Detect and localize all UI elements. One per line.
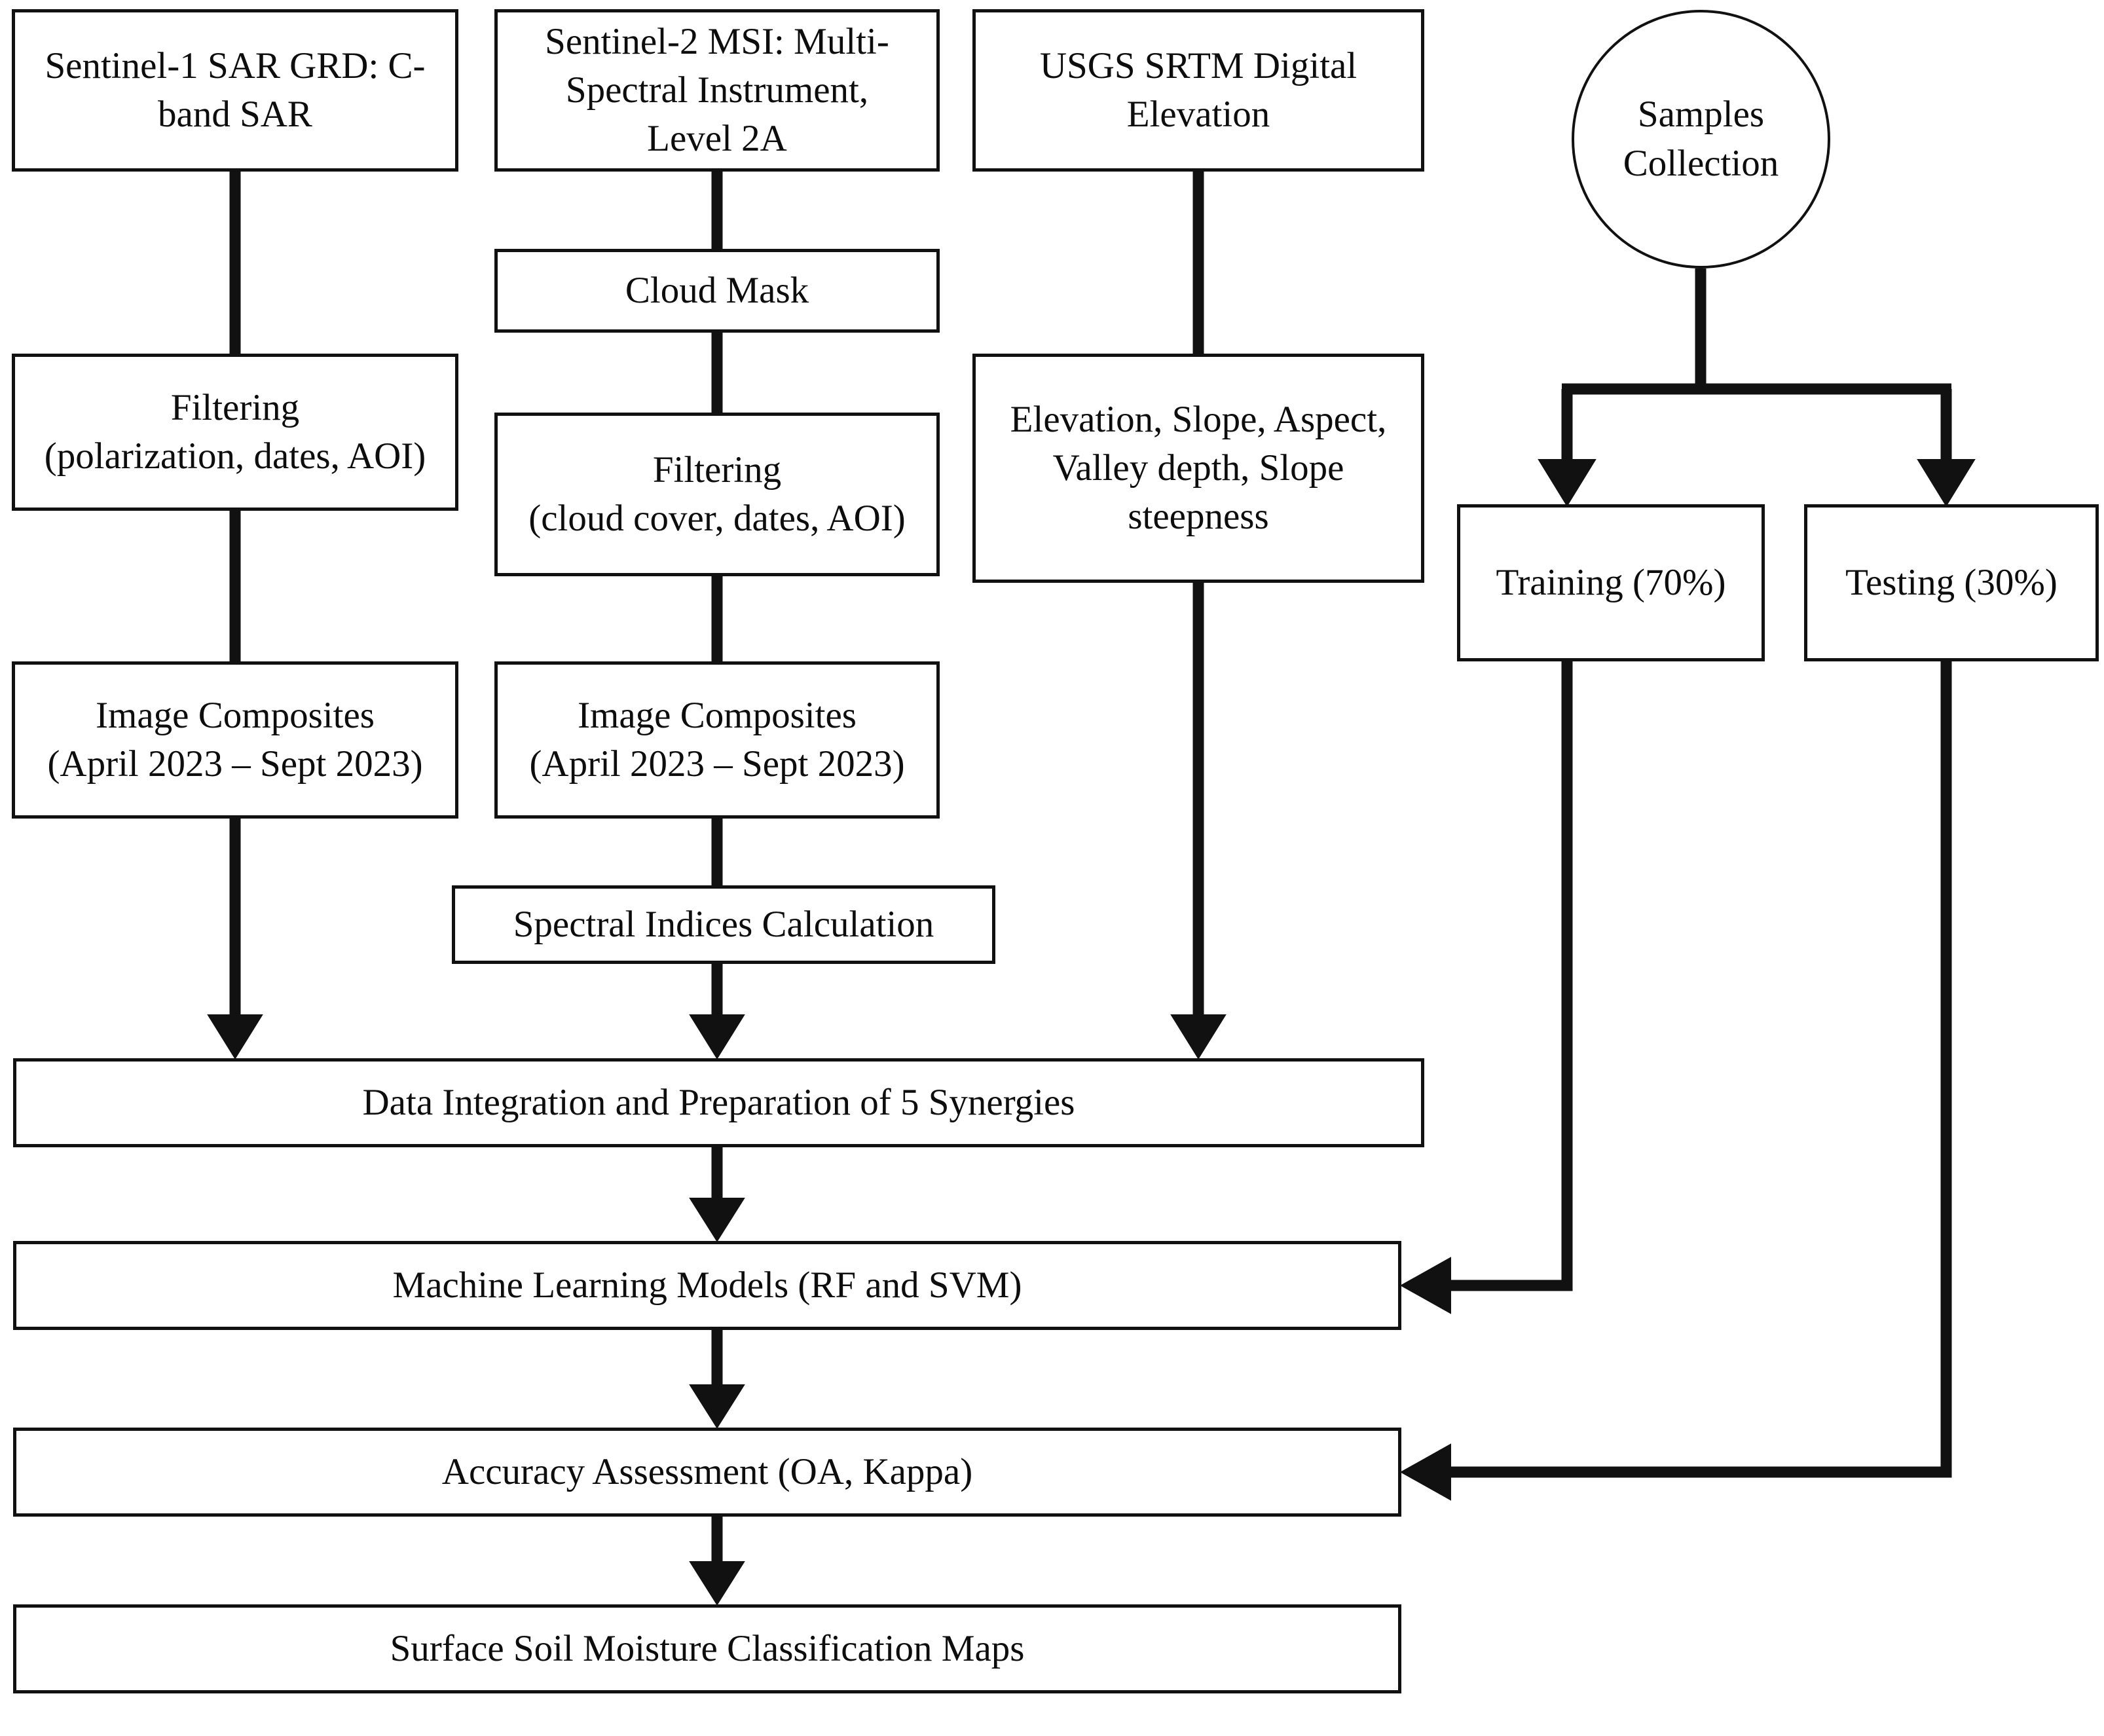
node-image-composites-optical[interactable]: Image Composites (April 2023 – Sept 2023… [494,661,940,819]
arrowhead-dem-to-integration [1170,1014,1227,1060]
node-filtering-sar[interactable]: Filtering (polarization, dates, AOI) [12,354,458,511]
arrowhead-composites1-to-integration [207,1014,263,1060]
node-terrain-derivatives[interactable]: Elevation, Slope, Aspect, Valley depth, … [972,354,1424,583]
node-label: Filtering (polarization, dates, AOI) [44,386,426,477]
node-output-maps[interactable]: Surface Soil Moisture Classification Map… [13,1604,1401,1693]
node-testing-split[interactable]: Testing (30%) [1804,504,2099,661]
node-filtering-optical[interactable]: Filtering (cloud cover, dates, AOI) [494,413,940,576]
node-label: Sentinel-1 SAR GRD: C- band SAR [45,45,426,135]
node-label: Training (70%) [1496,561,1726,603]
node-label: Image Composites (April 2023 – Sept 2023… [529,694,905,785]
node-usgs-srtm-source[interactable]: USGS SRTM Digital Elevation [972,9,1424,172]
node-label: Elevation, Slope, Aspect, Valley depth, … [1010,398,1387,538]
node-cloud-mask[interactable]: Cloud Mask [494,249,940,333]
arrowhead-training-to-ml [1399,1257,1451,1314]
connector-testing-to-accuracy [1441,661,1952,1478]
node-label: Sentinel-2 MSI: Multi- Spectral Instrume… [545,20,889,160]
node-accuracy-assessment[interactable]: Accuracy Assessment (OA, Kappa) [13,1428,1401,1517]
node-label: Machine Learning Models (RF and SVM) [392,1264,1022,1306]
arrowhead-samples-to-testing [1917,459,1976,507]
node-label: Surface Soil Moisture Classification Map… [390,1627,1025,1669]
node-samples-collection[interactable]: Samples Collection [1572,10,1830,268]
node-label: Cloud Mask [625,269,809,311]
node-label: Spectral Indices Calculation [513,903,934,945]
node-label: Data Integration and Preparation of 5 Sy… [362,1081,1075,1123]
node-sentinel2-source[interactable]: Sentinel-2 MSI: Multi- Spectral Instrume… [494,9,940,172]
arrowhead-indices-to-integration [689,1014,745,1060]
arrowhead-samples-to-training [1538,459,1596,507]
arrowhead-integration-to-ml [689,1198,745,1242]
node-label: Accuracy Assessment (OA, Kappa) [441,1450,973,1492]
arrowhead-testing-to-accuracy [1399,1443,1451,1501]
node-label: Filtering (cloud cover, dates, AOI) [528,449,906,539]
node-machine-learning-models[interactable]: Machine Learning Models (RF and SVM) [13,1241,1401,1330]
node-sentinel1-source[interactable]: Sentinel-1 SAR GRD: C- band SAR [12,9,458,172]
node-label: Samples Collection [1623,94,1779,184]
node-data-integration[interactable]: Data Integration and Preparation of 5 Sy… [13,1058,1424,1147]
node-label: Image Composites (April 2023 – Sept 2023… [47,694,423,785]
arrowhead-ml-to-accuracy [689,1384,745,1429]
arrowhead-accuracy-to-maps [689,1561,745,1606]
node-training-split[interactable]: Training (70%) [1457,504,1765,661]
node-label: Testing (30%) [1845,561,2058,603]
node-label: USGS SRTM Digital Elevation [1039,45,1357,135]
node-spectral-indices[interactable]: Spectral Indices Calculation [452,885,995,964]
node-image-composites-sar[interactable]: Image Composites (April 2023 – Sept 2023… [12,661,458,819]
connector-training-to-ml [1441,661,1573,1291]
